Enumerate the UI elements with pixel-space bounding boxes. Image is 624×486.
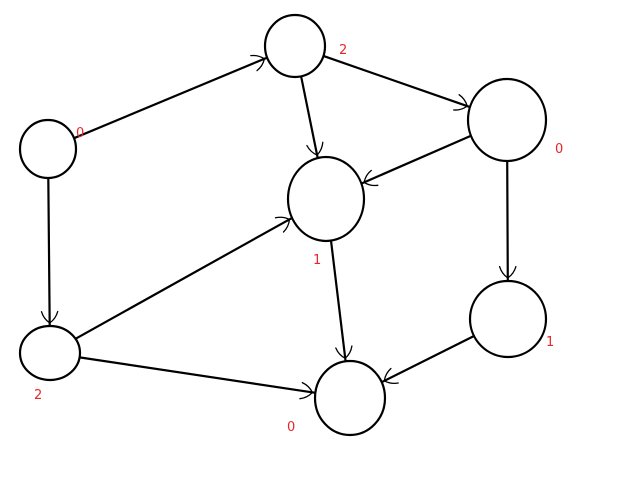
arrow-head-icon: [363, 169, 372, 184]
arrow-head-icon: [301, 381, 314, 394]
arrow-head-icon: [335, 347, 346, 359]
edge-line: [300, 75, 319, 160]
edge-line: [329, 239, 347, 363]
graph-node-b: [263, 13, 327, 79]
arrow-head-icon: [363, 181, 379, 187]
arrow-head-icon: [306, 144, 318, 156]
arrow-head-icon: [344, 345, 353, 359]
arrow-head-icon: [282, 218, 291, 233]
graph-node-d: [286, 155, 366, 243]
graph-node-c: [466, 77, 548, 163]
arrow-head-icon: [383, 367, 392, 382]
arrow-head-icon: [49, 310, 59, 324]
edge-line: [360, 134, 473, 185]
edge-b-to-c: [322, 54, 472, 111]
arrow-head-icon: [299, 391, 314, 400]
arrow-head-icon: [274, 216, 291, 221]
edge-e-to-g: [78, 356, 317, 400]
node-label-b: 2: [339, 43, 347, 58]
node-label-f: 1: [546, 335, 554, 350]
arrow-head-icon: [453, 105, 468, 111]
edge-a-to-e: [40, 176, 59, 328]
graph-node-e: [18, 324, 82, 382]
graph-node-f: [468, 279, 548, 359]
node-label-e: 2: [34, 388, 42, 403]
arrow-head-icon: [250, 54, 266, 60]
edge-f-to-g: [380, 334, 476, 385]
edge-d-to-g: [329, 239, 353, 363]
edge-line: [47, 176, 51, 328]
edges-layer: [40, 54, 517, 400]
edge-e-to-d: [74, 216, 294, 340]
edge-line: [78, 356, 317, 394]
node-label-g: 0: [287, 420, 295, 435]
arrow-head-icon: [383, 380, 399, 385]
node-label-d: 1: [313, 253, 321, 268]
arrow-head-icon: [40, 311, 51, 324]
graph-node-g: [313, 359, 387, 437]
arrow-head-icon: [507, 265, 517, 279]
arrow-head-icon: [316, 141, 324, 156]
nodes-layer: [18, 13, 548, 437]
edge-line: [322, 54, 472, 109]
labels-layer: 0 2 0 1 2 1 0: [34, 43, 563, 435]
node-label-a: 0: [76, 126, 84, 141]
graph-node-a: [18, 118, 78, 180]
edge-c-to-d: [360, 134, 473, 187]
edge-a-to-b: [72, 54, 269, 140]
edge-b-to-d: [300, 75, 324, 160]
edge-line: [72, 56, 269, 140]
edge-c-to-f: [498, 159, 517, 283]
edge-line: [74, 216, 294, 340]
node-label-c: 0: [555, 142, 563, 157]
edge-line: [506, 159, 509, 283]
arrow-head-icon: [256, 58, 266, 72]
edge-line: [380, 334, 476, 384]
arrow-head-icon: [498, 265, 509, 279]
arrow-head-icon: [458, 94, 468, 107]
